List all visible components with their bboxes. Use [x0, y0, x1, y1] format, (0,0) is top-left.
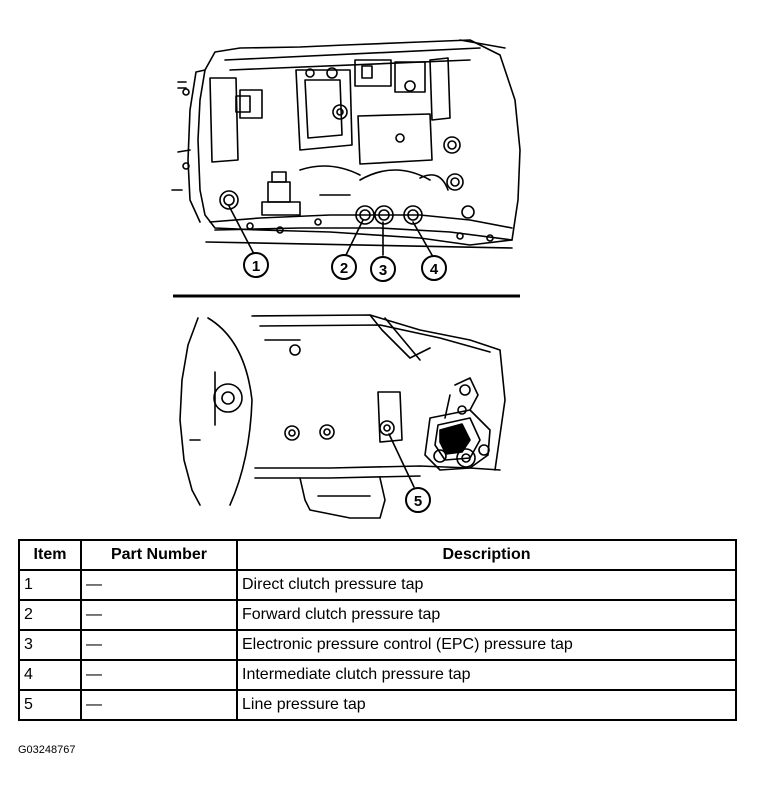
- cell-item: 3: [18, 629, 82, 661]
- cell-description: Line pressure tap: [236, 689, 737, 721]
- header-description: Description: [236, 539, 737, 571]
- table-header-row: Item Part Number Description: [18, 539, 737, 571]
- cell-part-number: —: [80, 689, 238, 721]
- figure-id: G03248767: [18, 744, 76, 756]
- top-view-drawing: [171, 39, 521, 249]
- transmission-illustration: 1 2 3 4: [171, 39, 521, 519]
- cell-item: 1: [18, 569, 82, 601]
- callout-3: 3: [370, 256, 396, 282]
- table-row: 3 — Electronic pressure control (EPC) pr…: [18, 629, 737, 661]
- pressure-tap-plug-2: [355, 205, 375, 225]
- callout-label-5: 5: [414, 493, 422, 510]
- pressure-tap-plug-4: [403, 205, 423, 225]
- callout-label-2: 2: [340, 260, 348, 277]
- cell-part-number: —: [80, 599, 238, 631]
- cell-description: Electronic pressure control (EPC) pressu…: [236, 629, 737, 661]
- cell-description: Direct clutch pressure tap: [236, 569, 737, 601]
- pressure-tap-plug-1: [219, 190, 239, 210]
- cell-part-number: —: [80, 659, 238, 691]
- callout-1: 1: [243, 252, 269, 278]
- parts-table: Item Part Number Description 1 — Direct …: [18, 539, 737, 721]
- range-sensor-detail: [439, 423, 471, 455]
- callout-label-1: 1: [252, 258, 260, 275]
- header-item: Item: [18, 539, 82, 571]
- cell-part-number: —: [80, 569, 238, 601]
- cell-item: 5: [18, 689, 82, 721]
- callout-4: 4: [421, 255, 447, 281]
- table-row: 1 — Direct clutch pressure tap: [18, 569, 737, 601]
- cell-item: 2: [18, 599, 82, 631]
- cell-part-number: —: [80, 629, 238, 661]
- table-row: 2 — Forward clutch pressure tap: [18, 599, 737, 631]
- header-part-number: Part Number: [80, 539, 238, 571]
- table-row: 5 — Line pressure tap: [18, 689, 737, 721]
- callout-label-3: 3: [379, 262, 387, 279]
- table-row: 4 — Intermediate clutch pressure tap: [18, 659, 737, 691]
- cell-description: Forward clutch pressure tap: [236, 599, 737, 631]
- cell-description: Intermediate clutch pressure tap: [236, 659, 737, 691]
- pressure-tap-plug-3: [374, 205, 394, 225]
- callout-label-4: 4: [430, 261, 439, 278]
- callout-2: 2: [331, 254, 357, 280]
- cell-item: 4: [18, 659, 82, 691]
- callout-5: 5: [405, 487, 431, 513]
- pressure-tap-plug-5: [379, 420, 395, 436]
- bottom-view-drawing: [179, 314, 506, 519]
